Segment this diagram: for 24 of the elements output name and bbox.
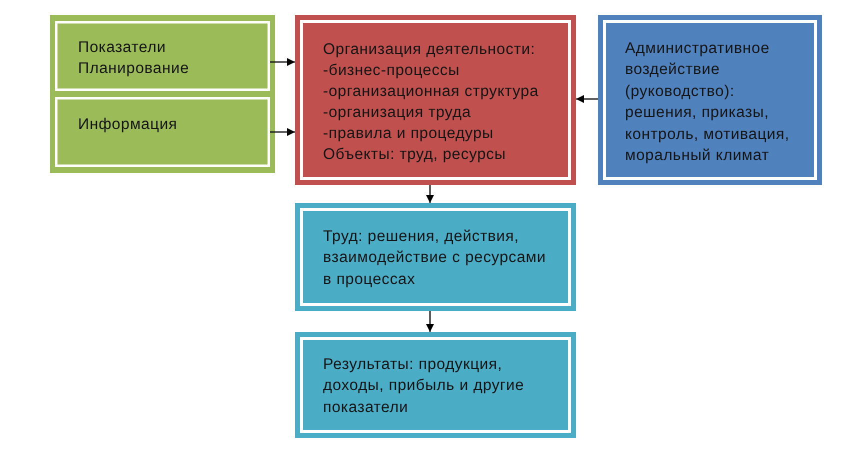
- process-box: [295, 15, 576, 185]
- node-label: -правила и процедуры: [323, 124, 495, 144]
- node-label: -организационная структура: [323, 82, 540, 102]
- node-label: Организация деятельности:: [323, 40, 536, 60]
- node-label: -организация труда: [323, 103, 472, 123]
- process-box: [295, 332, 576, 438]
- process-box: [55, 97, 270, 167]
- arrow: [576, 95, 598, 103]
- process-box: [295, 203, 576, 311]
- node-label: -бизнес-процессы: [323, 61, 461, 81]
- node-label: Показатели: [78, 38, 167, 58]
- node-label: Информация: [78, 115, 178, 135]
- group-panel: [50, 15, 275, 173]
- arrow: [270, 128, 295, 136]
- node-label: Объекты: труд, ресурсы: [323, 145, 507, 165]
- arrow: [270, 58, 295, 66]
- process-box: [55, 21, 270, 91]
- node-label: Результаты: продукция, доходы, прибыль и другие показатели: [323, 355, 526, 418]
- node-label: Труд: решения, действия, взаимодействие с ресурсами в процессах: [323, 227, 548, 290]
- arrow: [426, 311, 434, 332]
- node-label: Административное воздействие (руководство): решения, приказы, контроль, мотивация, моральный климат: [625, 39, 790, 166]
- node-label: Планирование: [78, 59, 190, 79]
- arrow: [426, 185, 434, 203]
- process-box: [598, 15, 822, 185]
